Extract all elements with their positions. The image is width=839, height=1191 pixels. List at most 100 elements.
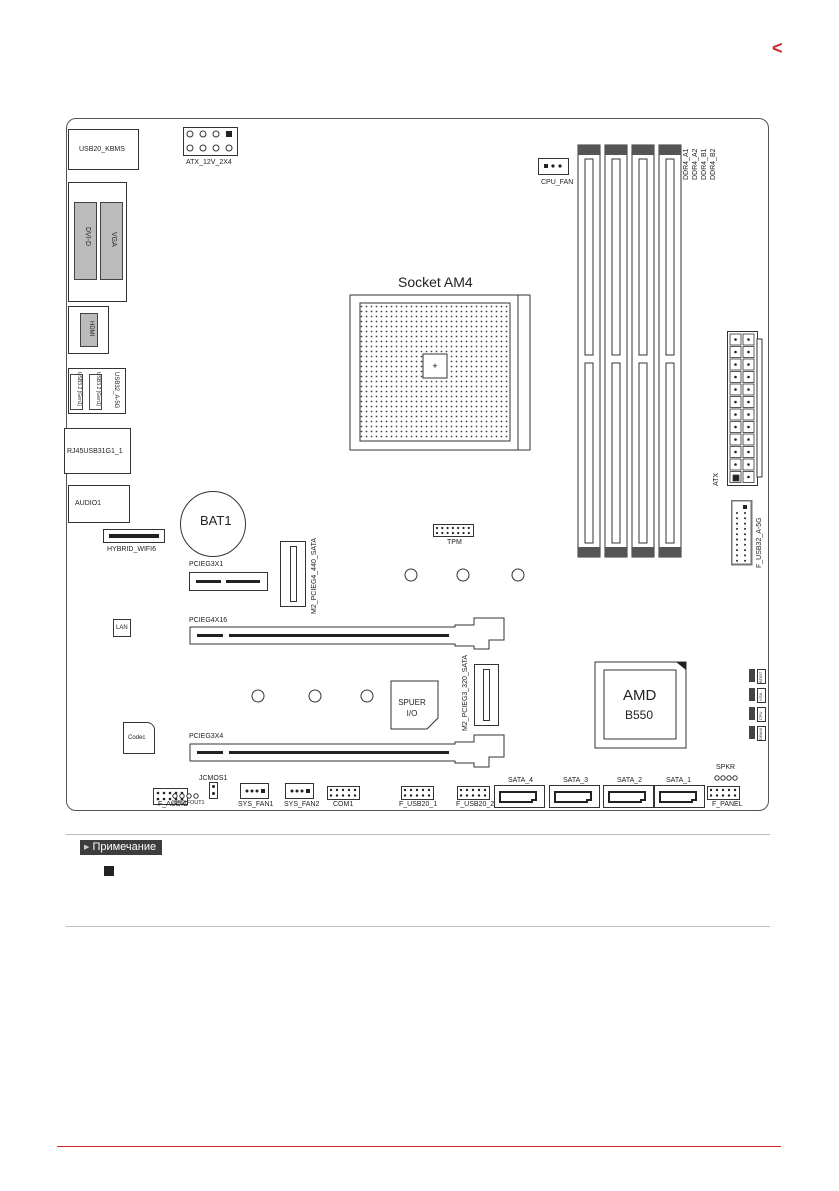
f-audio-header: [153, 788, 188, 805]
battery-bat1: [180, 491, 246, 557]
pcieg3x4-label: PCIEG3X4: [189, 733, 224, 740]
f-usb20-2-header: [457, 786, 490, 800]
f-panel-header: [707, 786, 740, 800]
usb20-kbms-label: USB20_KBMS: [79, 146, 125, 153]
sys-fan1-label: SYS_FAN1: [238, 801, 274, 808]
f-usb20-1-header: [401, 786, 434, 800]
sata-3-label: SATA_3: [563, 777, 589, 784]
tpm-header: [433, 524, 474, 537]
com1-header: [327, 786, 360, 800]
sata-1-port: [654, 785, 705, 808]
rj45-usb-port: RJ45USB31G1_1: [64, 428, 131, 474]
hybrid-wifi-label: HYBRID_WIFI6: [107, 546, 157, 553]
jcmos1-label: JCMOS1: [199, 775, 228, 782]
sys-fan2-label: SYS_FAN2: [284, 801, 320, 808]
f-panel-label: F_PANEL: [712, 801, 743, 808]
sata-4-label: SATA_4: [508, 777, 534, 784]
sys-fan1-header: [240, 783, 269, 799]
m2-pcieg4-slot: [280, 541, 306, 607]
ddr4-a2-label: DDR4_A2: [692, 148, 699, 180]
jspdifout1-header: [172, 793, 199, 799]
footer-rule: [57, 1146, 781, 1147]
amd-label: AMD: [623, 687, 657, 704]
rj45-label: RJ45USB31G1_1: [67, 448, 123, 455]
super-io-chip: [390, 680, 439, 730]
com1-label: COM1: [333, 801, 354, 808]
socket-label: Socket AM4: [398, 274, 473, 290]
note-title: Примечание: [92, 841, 157, 853]
amd-b550-chipset: [594, 661, 687, 749]
audio-codec-chip: Codec: [123, 722, 155, 754]
note-title-badge: ▶ Примечание: [80, 840, 163, 855]
usb32-a5g-label: USB32_A-5G: [113, 372, 119, 409]
ddr4-a1-label: DDR4_A1: [683, 148, 690, 180]
lan-label: LAN: [116, 625, 128, 631]
usb32-gen1-label-a: USB3.2 (Gen1): [76, 372, 82, 407]
vga-label: VGA: [110, 232, 117, 247]
vga-port: VGA: [100, 202, 123, 280]
cpu-fan-label: CPU_FAN: [541, 179, 574, 186]
atx-label: ATX: [713, 472, 720, 486]
pcieg4x16-slot: [189, 617, 505, 650]
usb32-gen1-port-a: [70, 374, 83, 410]
jspdifout1-label: JSPDIFOUT1: [171, 800, 205, 806]
ddr4-slots: [577, 144, 682, 558]
hdmi-port: HDMI: [80, 313, 98, 347]
hdmi-port-frame: HDMI: [68, 306, 109, 354]
ddr4-b1-label: DDR4_B1: [701, 148, 708, 180]
dvi-d-label: DVI-D: [84, 227, 91, 247]
sata-4-port: [494, 785, 545, 808]
atx-power-connector: [727, 331, 763, 486]
cpu-socket-am4: +: [349, 294, 531, 451]
f-usb32-header: [731, 500, 753, 566]
f-audio-label: F_AUDIO: [158, 801, 189, 808]
ddr4-b2-label: DDR4_B2: [710, 148, 717, 180]
dvi-d-port: DVI-D: [74, 202, 97, 280]
m2-pcieg4-label: M2_PCIEG4_440_SATA: [311, 537, 318, 614]
led-cpu-label: CPU: [758, 711, 763, 720]
led-vga-label: VGA: [758, 692, 763, 701]
m2-pcieg3-slot: [474, 664, 499, 726]
f-usb32-label: F_USB32_A-5G: [756, 517, 763, 568]
b550-label: B550: [625, 708, 654, 722]
pcieg3x1-slot: [189, 572, 268, 591]
svg-text:+: +: [432, 361, 437, 371]
usb32-port-frame: USB3.2 (Gen1) USB3.2 (Gen1) USB32_A-5G: [68, 368, 126, 414]
pcieg4x16-label: PCIEG4X16: [189, 617, 228, 624]
pcieg3x1-label: PCIEG3X1: [189, 561, 224, 568]
f-usb20-1-label: F_USB20_1: [399, 801, 438, 808]
usb20-kbms-port: USB20_KBMS: [68, 129, 139, 170]
note-top-divider: [66, 834, 770, 835]
cpu-fan-header: [538, 158, 569, 175]
debug-leds: BOOT VGA CPU DRAM: [749, 669, 767, 741]
audio1-label: AUDIO1: [75, 500, 102, 507]
sata-1-label: SATA_1: [666, 777, 692, 784]
sys-fan2-header: [285, 783, 314, 799]
atx-12v-connector: [183, 127, 238, 156]
note-play-icon: ▶: [84, 844, 90, 851]
tpm-label: TPM: [447, 539, 462, 546]
f-usb20-2-label: F_USB20_2: [456, 801, 495, 808]
m2-pcieg3-label: M2_PCIEG3_320_SATA: [462, 654, 469, 731]
lan-chip: LAN: [113, 619, 131, 637]
led-dram-label: DRAM: [758, 728, 763, 740]
corner-chevron-icon: <: [772, 38, 783, 58]
sata-2-label: SATA_2: [617, 777, 643, 784]
hdmi-label: HDMI: [88, 321, 94, 337]
dvi-vga-port: DVI-D VGA: [68, 182, 127, 302]
speaker-header: [714, 775, 738, 781]
codec-label: Codec: [128, 735, 146, 741]
audio1-port: AUDIO1: [68, 485, 130, 523]
sata-2-port: [603, 785, 654, 808]
led-boot-label: BOOT: [758, 671, 763, 683]
note-bottom-divider: [66, 926, 770, 927]
usb32-gen1-port-b: [89, 374, 102, 410]
pcieg3x4-slot: [189, 734, 505, 768]
hybrid-wifi-slot: [103, 529, 165, 543]
super-io-label: SPUER I/O: [398, 698, 426, 718]
atx-12v-label: ATX_12V_2X4: [186, 159, 232, 166]
bat1-label: BAT1: [200, 513, 232, 528]
usb32-gen1-label-b: USB3.2 (Gen1): [95, 372, 101, 407]
sata-3-port: [549, 785, 600, 808]
spkr-label: SPKR: [716, 764, 736, 771]
